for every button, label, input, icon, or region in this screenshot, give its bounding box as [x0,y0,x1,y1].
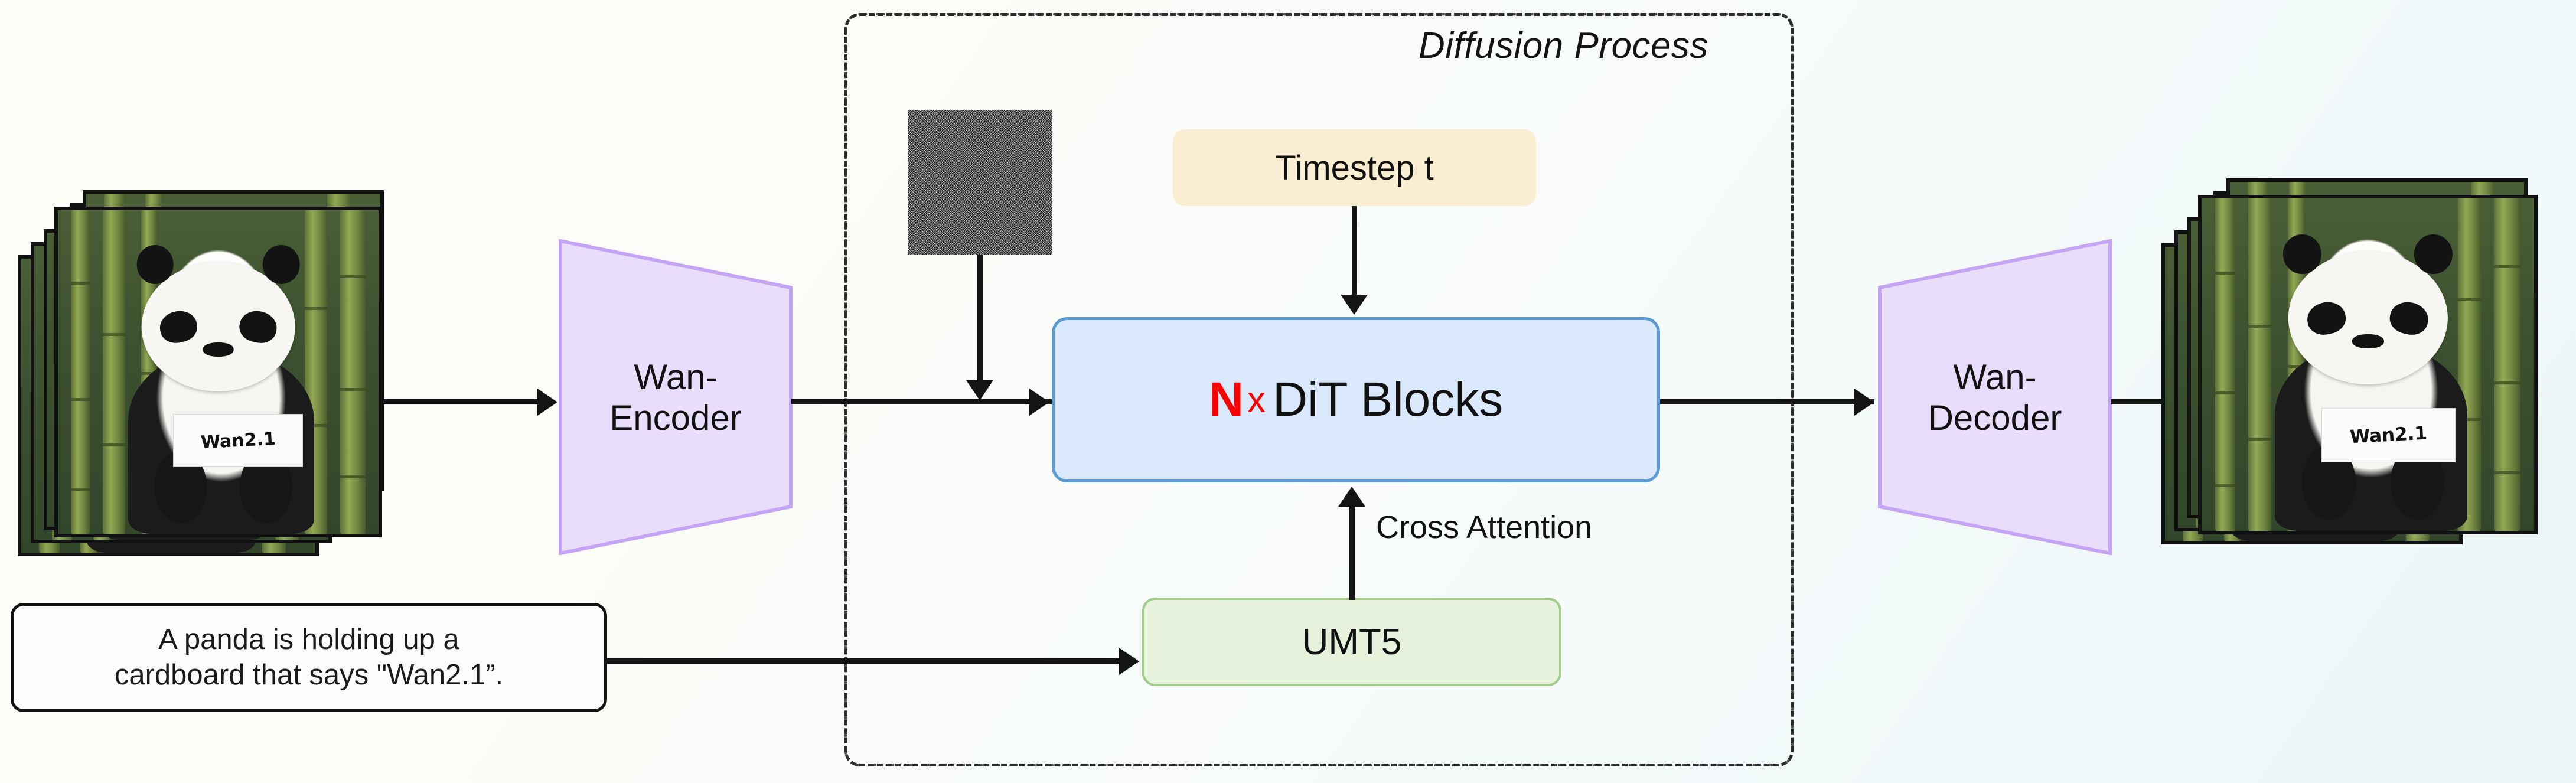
arrowhead-prompt-to-umt5 [1119,648,1139,675]
sign-text: Wan2.1 [200,428,276,453]
input-frame-stack: Wan2.1 Wan2.1 Wan2.1 Wan2.1 Wan2.1 Wan2.… [18,177,407,567]
panda-sign: Wan2.1 [2321,407,2456,462]
edge-noise-to-latent [977,255,983,381]
arrowhead-noise-to-latent [966,380,993,400]
decoder-label-line1: Wan- [1953,357,2037,397]
timestep-label: Timestep t [1275,148,1434,187]
timestep-node[interactable]: Timestep t [1173,129,1536,206]
arrowhead-umt5-to-dit [1338,487,1365,507]
arrowhead-dit-to-decoder [1854,389,1874,416]
edge-umt5-to-dit [1349,507,1355,600]
prompt-textbox[interactable]: A panda is holding up a cardboard that s… [11,603,607,712]
prompt-line2: cardboard that says "Wan2.1”. [114,658,504,691]
edge-dit-to-decoder [1660,399,1874,404]
decoder-label-line2: Decoder [1928,397,2062,438]
umt5-node[interactable]: UMT5 [1142,598,1561,686]
panda-sign: Wan2.1 [173,414,303,467]
dit-times-symbol: x [1247,379,1266,420]
output-frame-stack: Wan2.1 Wan2.1 Wan2.1 Wan2.1 Wan2.1 Wan2.… [2161,165,2575,579]
cross-attention-label: Cross Attention [1376,510,1593,545]
sign-text: Wan2.1 [2349,422,2428,448]
prompt-line1: A panda is holding up a [158,623,459,655]
diffusion-process-group [844,13,1794,766]
encoder-label-line1: Wan- [634,357,718,397]
decoder-trapezoid-shape [1878,239,2112,555]
wan-decoder-label: Wan- Decoder [1928,357,2062,438]
arrowhead-timestep-to-dit [1341,295,1368,315]
noise-latent-patch [908,110,1052,255]
edge-timestep-to-dit [1352,206,1357,296]
dit-blocks-label: DiT Blocks [1272,373,1504,426]
umt5-label: UMT5 [1302,621,1402,663]
diffusion-process-label: Diffusion Process [1419,25,1708,66]
edge-frames-to-encoder [383,399,539,404]
frame-layer-front: Wan2.1 [54,207,382,537]
dit-repeat-count: N [1208,373,1244,426]
arrowhead-encoder-to-dit [1029,389,1049,416]
arrowhead-frames-to-encoder [537,389,557,416]
encoder-label-line2: Encoder [609,397,742,438]
encoder-trapezoid-shape [559,239,793,555]
edge-decoder-to-frames [2111,399,2206,404]
wan-encoder-node[interactable]: Wan- Encoder [559,239,793,555]
edge-prompt-to-umt5 [604,658,1121,664]
wan-decoder-node[interactable]: Wan- Decoder [1878,239,2112,555]
frame-layer-front: Wan2.1 [2198,195,2538,534]
wan-encoder-label: Wan- Encoder [609,357,741,438]
